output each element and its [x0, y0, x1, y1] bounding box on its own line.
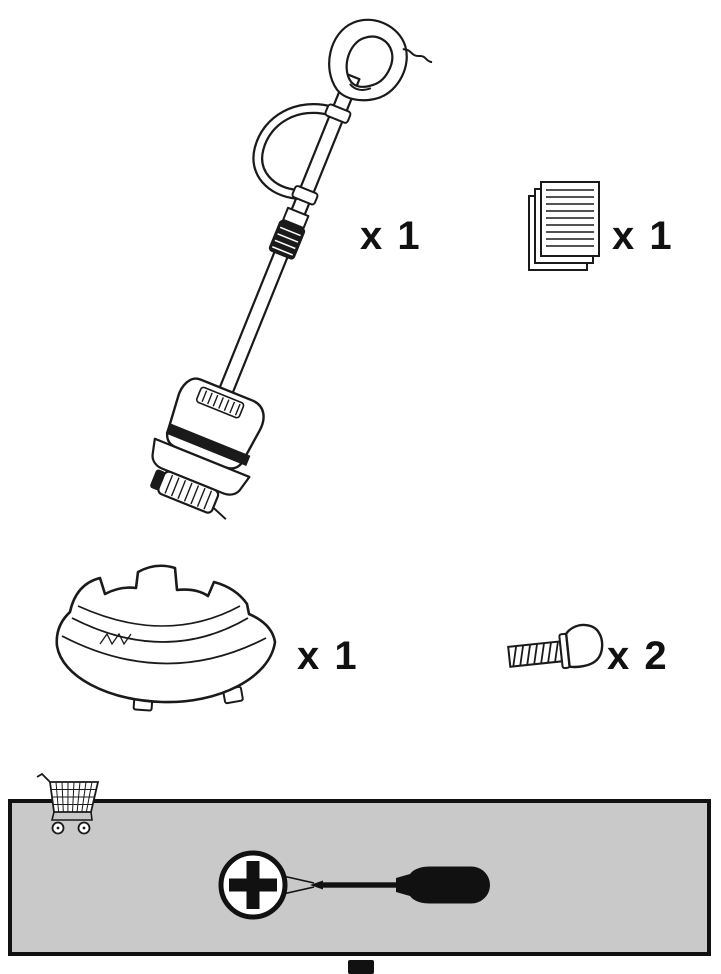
shopping-cart-icon — [36, 772, 100, 835]
phillips-screwdriver-illustration — [218, 850, 490, 920]
guard-hatching — [99, 632, 132, 646]
screw-icon — [507, 623, 604, 670]
trimmer-count-label: x 1 — [360, 214, 422, 258]
screws-count-label: x 2 — [607, 634, 669, 678]
trigger — [349, 83, 372, 91]
guard-count-label: x 1 — [297, 634, 359, 678]
rear-handle — [328, 18, 408, 102]
cropped-footer-mark — [348, 960, 374, 974]
instruction-sheets-icon — [528, 181, 600, 271]
manual-count-label: x 1 — [612, 214, 674, 258]
required-tools-panel — [8, 799, 711, 956]
power-cord — [402, 48, 433, 64]
screwdriver-handle — [396, 866, 490, 904]
string-trimmer-illustration — [150, 18, 433, 520]
cutting-guard-illustration — [55, 564, 277, 712]
spool-head — [151, 437, 251, 496]
